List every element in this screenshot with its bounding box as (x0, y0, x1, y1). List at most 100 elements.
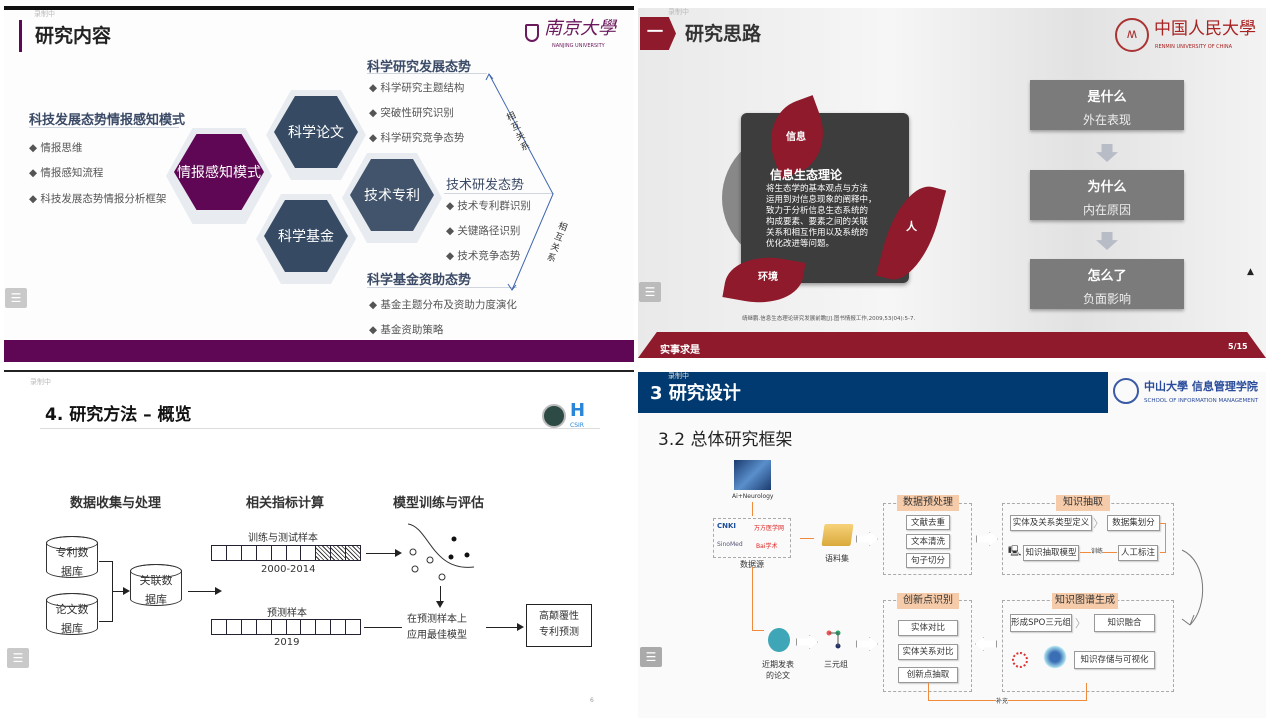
result-line: 专利预测 (539, 627, 579, 638)
header-band (638, 372, 1108, 413)
slide-title: 研究内容 (35, 25, 112, 47)
folder-icon (821, 524, 854, 546)
bullet-text: 关键路径识别 (457, 225, 521, 237)
page-number: 5/15 (1228, 342, 1248, 351)
card-title: 信息生态理论 (770, 168, 843, 182)
dataset-split: 数据集划分 (1107, 515, 1160, 531)
step-how: 怎么了负面影响 (1030, 259, 1184, 309)
linked-database: 关联数据库 (130, 564, 182, 606)
down-arrow-icon (1096, 232, 1118, 250)
hex-funds: 科学基金 (264, 200, 348, 272)
section-title: 3 研究设计 (650, 383, 741, 404)
logo-subtext: NANJING UNIVERSITY (552, 43, 605, 49)
predict-label: 预测样本 (267, 608, 307, 619)
col-header: 模型训练与评估 (393, 496, 485, 511)
recording-indicator: 录制中 (668, 372, 689, 380)
patent-database: 专利数据库 (46, 536, 98, 578)
sinomed-logo: SinoMed (717, 541, 743, 548)
knowledge-fusion: 知识融合 (1094, 614, 1155, 632)
apply-line: 在预测样本上 (407, 614, 467, 625)
baidu-scholar-logo: Bai学术 (756, 543, 778, 550)
hollow-arrow-icon (856, 637, 878, 651)
curved-arrow-icon (1181, 549, 1203, 626)
connector (366, 553, 396, 554)
classifier-plot (407, 523, 475, 581)
bullet-text: 情报思维 (40, 142, 83, 154)
slide-menu-button[interactable]: ☰ (639, 282, 661, 302)
section-number: 一 (647, 22, 664, 41)
wanfang-logo: 万方医学网 (754, 525, 785, 532)
innovation-title: 创新点识别 (897, 593, 959, 609)
orange-connector (752, 630, 764, 631)
train-sample-bar (211, 545, 361, 561)
card-line: 将生态学的基本观点与方法 (766, 184, 869, 194)
hex-perception-mode: 情报感知模式 (174, 134, 264, 210)
section-badge (640, 17, 676, 50)
subtitle: 3.2 总体研究框架 (658, 430, 793, 450)
preprocess-title: 数据预处理 (897, 495, 959, 511)
bullet: ◆ 突破性研究识别 (369, 107, 454, 119)
bullet: ◆ 技术竞争态势 (446, 250, 521, 262)
slide-menu-button[interactable]: ☰ (7, 648, 29, 668)
leaf-info-label: 信息 (786, 132, 806, 143)
orange-connector (1160, 523, 1166, 553)
cnki-logo: CNKI (717, 522, 737, 530)
connector (99, 621, 113, 622)
slide-menu-button[interactable]: ☰ (5, 288, 27, 308)
db-label: 据库 (61, 622, 83, 635)
db-label: 关联数 (139, 574, 173, 587)
predict-sample-bar (211, 619, 361, 635)
paper-icon (768, 628, 790, 652)
leaf-person-label: 人 (906, 220, 917, 233)
divider (29, 127, 179, 128)
footer-band (4, 340, 634, 362)
step-answer: 内在原因 (1082, 203, 1131, 217)
ai-neurology-image (734, 460, 771, 490)
step-question: 是什么 (1087, 90, 1127, 105)
col-header: 数据收集与处理 (70, 496, 162, 511)
extraction-box (1002, 503, 1174, 575)
kg-title: 知识图谱生成 (1052, 593, 1118, 609)
entity-compare: 实体对比 (898, 620, 958, 636)
bullet: ◆ 科学研究主题结构 (369, 82, 465, 94)
connector (440, 586, 441, 602)
logo-text: 中国人民大學 (1154, 19, 1256, 39)
footer-band (638, 332, 1266, 358)
logo-text: 中山大學 信息管理学院 (1144, 380, 1258, 393)
down-arrow-icon (436, 601, 444, 608)
csir-logo-icon: H (570, 400, 586, 421)
slide-research-content: 录制中 研究内容 南京大學 NANJING UNIVERSITY 科技发展态势情… (4, 6, 634, 362)
card-line: 关系和相互作用以及系统的 (766, 228, 869, 238)
slide-research-design: 录制中 3 研究设计 中山大學 信息管理学院 SCHOOL OF INFORMA… (638, 372, 1266, 718)
chevron-icon: 〉 (1093, 517, 1104, 530)
university-logo (542, 404, 566, 428)
slide-menu-button[interactable]: ☰ (640, 647, 662, 667)
slide-research-approach: 一 录制中 研究思路 ʍ 中国人民大學 RENMIN UNIVERSITY OF… (638, 8, 1266, 358)
slide-research-method: 录制中 4. 研究方法 – 概览 H CSIR 数据收集与处理 相关指标计算 模… (4, 370, 634, 718)
ai-label: Ai+Neurology (732, 493, 774, 500)
corpus-label: 语料集 (825, 554, 849, 563)
citation: 靖继鹏.信息生态理论研究发展前瞻[J].图书情报工作,2009,53(04):5… (742, 316, 916, 322)
connector (112, 591, 124, 592)
relation-compare: 实体关系对比 (898, 644, 958, 660)
mouse-cursor-icon: ▲ (1247, 267, 1254, 277)
bullet: ◆ 情报思维 (29, 142, 83, 154)
orange-connector (752, 567, 753, 631)
divider (444, 193, 554, 194)
type-definition: 实体及关系类型定义 (1010, 515, 1092, 531)
connector (486, 627, 518, 628)
bullet-text: 科学研究主题结构 (380, 82, 465, 94)
hollow-arrow-icon (976, 532, 998, 546)
step-what: 是什么外在表现 (1030, 80, 1184, 130)
sci-heading: 科学研究发展态势 (367, 60, 472, 75)
bullet: ◆ 科学研究竞争态势 (369, 132, 465, 144)
bullet-text: 突破性研究识别 (380, 107, 454, 119)
manual-annotation: 人工标注 (1118, 545, 1158, 561)
connector (99, 561, 113, 562)
sysu-emblem-icon (1113, 378, 1139, 404)
step-answer: 负面影响 (1082, 292, 1131, 306)
bullet-text: 技术竞争态势 (457, 250, 521, 262)
db-label: 据库 (61, 565, 83, 578)
step-why: 为什么内在原因 (1030, 170, 1184, 220)
bullet: ◆ 关键路径识别 (446, 225, 521, 237)
